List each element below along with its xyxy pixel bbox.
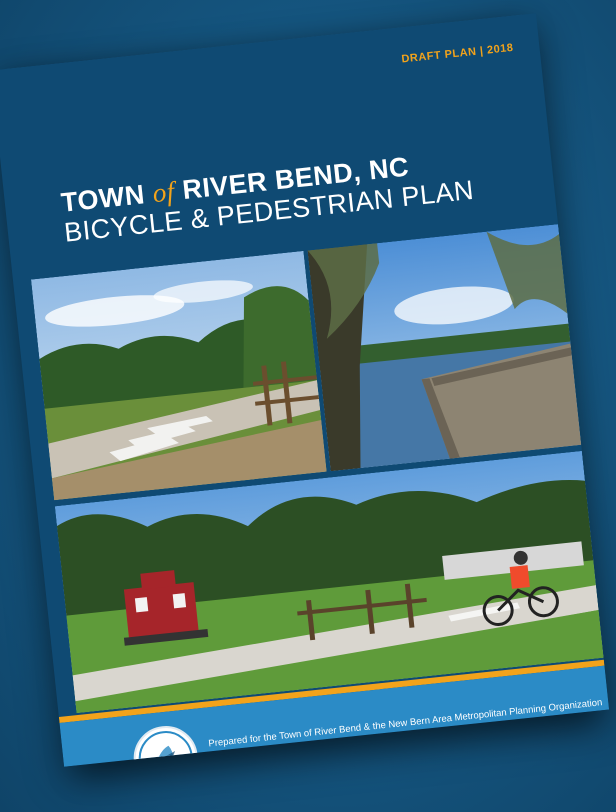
photo-crosswalk-path (30, 250, 327, 501)
photo-crosswalk-path-image (30, 250, 327, 501)
cover-title: TOWN of RIVER BEND, NC BICYCLE & PEDESTR… (60, 145, 476, 247)
title-of: of (151, 176, 177, 209)
draft-label: DRAFT PLAN | 2018 (400, 41, 515, 66)
photo-park-cyclist-image (54, 450, 604, 714)
photo-lake-pier (307, 224, 582, 472)
photo-lake-pier-image (307, 224, 582, 472)
mpo-logo (130, 722, 201, 767)
mpo-logo-emblem (138, 731, 193, 767)
plan-cover: DRAFT PLAN | 2018 TOWN of RIVER BEND, NC… (0, 13, 610, 767)
photo-park-cyclist (54, 450, 604, 714)
